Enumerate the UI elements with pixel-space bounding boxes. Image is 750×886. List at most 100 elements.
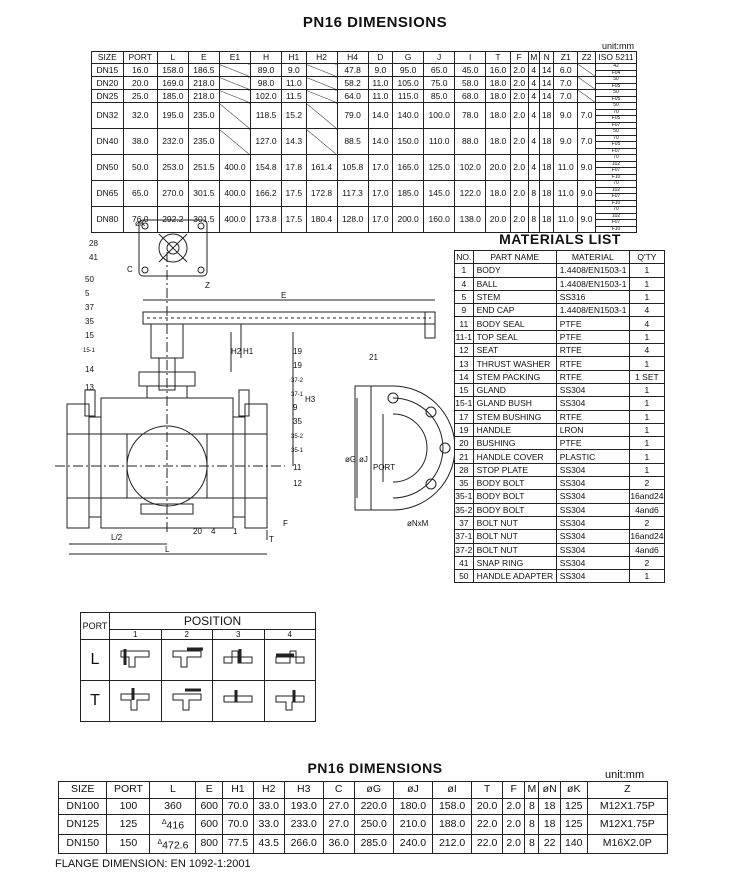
iso-flange-value: F07 <box>611 121 621 128</box>
table-cell: DN100 <box>57 797 108 815</box>
table-cell: 2.0 <box>509 76 529 90</box>
table-cell: 18.0 <box>485 89 511 103</box>
table-cell: 2.0 <box>509 206 529 233</box>
callout-37: 37 <box>85 303 94 312</box>
table-cell: 75.0 <box>423 76 456 90</box>
table-cell: 37 <box>454 515 474 531</box>
table-cell <box>577 89 596 103</box>
table-cell: PTFE <box>555 316 630 331</box>
dim-j: øJ <box>359 455 368 464</box>
table-cell: 18 <box>538 814 561 835</box>
table-cell: 600 <box>195 814 224 835</box>
position-l-1 <box>109 639 162 681</box>
iso-flange-value: F05 <box>611 95 621 102</box>
table-cell: 145.0 <box>423 180 456 207</box>
table-cell: SS304 <box>555 382 630 398</box>
iso-flange-value: 102 <box>596 161 636 168</box>
table-cell: SS316 <box>555 289 630 305</box>
table-cell: BODY BOLT <box>472 476 557 491</box>
table-cell: 4 <box>527 154 540 181</box>
table-cell: 218.0 <box>187 89 220 103</box>
position-t-3 <box>212 680 265 722</box>
table-cell: 45.0 <box>454 63 487 77</box>
table-cell: 150 <box>106 833 151 854</box>
table-cell: GLAND BUSH <box>472 396 557 411</box>
table-cell: 15-1 <box>454 396 474 411</box>
table-cell: 100 <box>106 797 151 815</box>
bottom-header-cell: H3 <box>283 781 324 799</box>
table-cell: 4 <box>454 276 474 291</box>
table-cell: 2.0 <box>509 63 529 77</box>
table-cell: 125 <box>559 814 588 835</box>
table-cell: 6.0 <box>553 63 579 77</box>
table-cell: 138.0 <box>454 206 487 233</box>
table-cell: 4and6 <box>628 502 666 517</box>
table-cell: SS304 <box>555 396 630 411</box>
callout-35-2: 35-2 <box>291 434 304 440</box>
table-cell: 9.0 <box>577 154 596 181</box>
table-cell <box>305 76 338 90</box>
table-cell: HANDLE <box>472 422 557 438</box>
table-cell: 7.0 <box>577 128 596 155</box>
table-cell: 105.0 <box>392 76 425 90</box>
top-header-cell: G <box>392 51 425 64</box>
table-cell: 25.0 <box>122 89 158 103</box>
table-cell <box>218 63 251 77</box>
table-cell: DN50 <box>91 154 124 181</box>
table-cell: 102.0 <box>249 89 283 103</box>
table-cell: DN65 <box>91 180 124 207</box>
table-cell: 50.0 <box>122 154 158 181</box>
table-cell: 38.0 <box>122 128 158 155</box>
iso-flange-value: 70 <box>596 109 636 116</box>
table-cell: 185.0 <box>156 89 189 103</box>
table-cell: DN150 <box>57 833 108 854</box>
table-cell: 18 <box>538 154 555 181</box>
dim-e: E <box>281 291 286 300</box>
table-cell: BOLT NUT <box>472 515 557 531</box>
table-cell: 58.0 <box>454 76 487 90</box>
table-cell: 400.0 <box>218 206 251 233</box>
table-cell: 22.0 <box>471 833 503 854</box>
top-header-cell: H1 <box>281 51 307 64</box>
table-cell: PLASTIC <box>555 449 630 464</box>
table-cell: 17.8 <box>281 154 307 181</box>
table-cell: 8 <box>524 797 540 815</box>
table-cell: SS304 <box>555 569 630 584</box>
table-cell: 400.0 <box>218 180 251 207</box>
iso-flange-value: F07 <box>611 147 621 154</box>
table-cell <box>218 128 251 155</box>
table-cell: 232.0 <box>156 128 189 155</box>
bottom-header-cell: øG <box>353 781 394 799</box>
table-cell: 15 <box>454 382 474 398</box>
table-cell: 117.3 <box>336 180 369 207</box>
dim-l2: L/2 <box>111 533 123 542</box>
position-number: 2 <box>160 629 213 640</box>
table-cell: 125 <box>559 797 588 815</box>
iso-flange-value: F10 <box>611 173 621 180</box>
materials-header-cell: Q'TY <box>628 249 666 265</box>
table-cell: DN15 <box>91 63 124 77</box>
table-cell: 18 <box>538 797 561 815</box>
table-cell <box>305 63 338 77</box>
table-cell: 18.0 <box>485 76 511 90</box>
table-cell: 165.0 <box>392 154 425 181</box>
callout-12: 12 <box>293 479 302 488</box>
table-cell: 28 <box>454 462 474 478</box>
table-cell: 4 <box>527 102 540 129</box>
table-cell: 102.0 <box>454 154 487 181</box>
table-cell: 251.5 <box>187 154 220 181</box>
table-cell: DN20 <box>91 76 124 90</box>
bottom-header-cell: PORT <box>106 781 151 799</box>
bottom-header-cell: T <box>471 781 503 799</box>
table-cell: SS304 <box>555 476 630 491</box>
